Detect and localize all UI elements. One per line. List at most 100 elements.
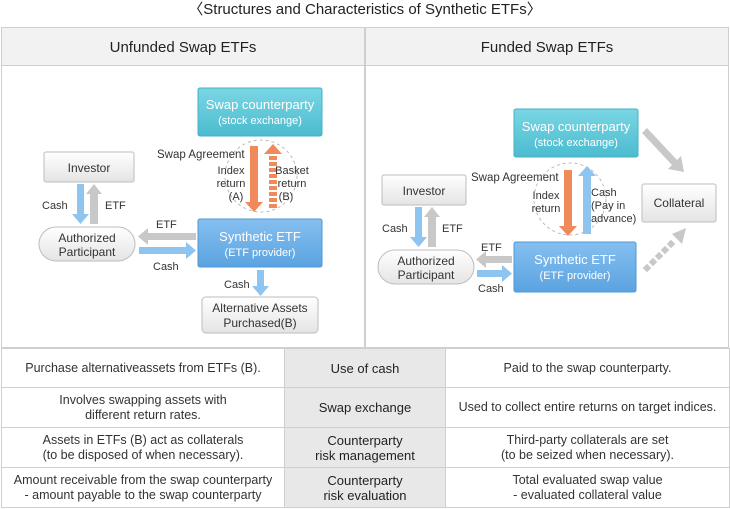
cash-advance-arrow: [578, 166, 596, 234]
synthetic-etf-label: Synthetic ETF: [219, 229, 301, 244]
index-return-l2: return: [532, 203, 561, 215]
cell-line: risk evaluation: [323, 487, 407, 503]
collateral-label: Collateral: [654, 196, 705, 210]
cash-alt-arrow: [252, 270, 269, 296]
index-return-l2: return: [217, 178, 246, 190]
swap-counterparty-sub: (stock exchange): [218, 115, 302, 127]
cell-line: - evaluated collateral value: [513, 487, 662, 502]
alt-assets-label-1: Alternative Assets: [212, 301, 307, 315]
etf-left-arrow: [138, 228, 196, 245]
cell-line: Used to collect entire returns on target…: [458, 400, 717, 414]
table-row: Assets in ETFs (B) act as collaterals(to…: [1, 427, 730, 468]
table-row: Purchase alternativeassets from ETFs (B)…: [1, 348, 730, 388]
synthetic-etf-sub: (ETF provider): [225, 247, 296, 259]
etf-up-arrow: [424, 207, 440, 247]
swap-counterparty-box: Swap counterparty (stock exchange): [197, 87, 323, 137]
cash-alt-label: Cash: [224, 279, 250, 291]
swap-agreement-label: Swap Agreement: [157, 149, 245, 161]
investor-label: Investor: [403, 184, 446, 198]
index-return-l1: Index: [533, 190, 560, 202]
alternative-assets-box: Alternative Assets Purchased(B): [201, 296, 319, 334]
investor-label: Investor: [68, 161, 111, 175]
etf-to-collateral-arrow: [642, 228, 686, 273]
cell-line: Swap exchange: [318, 400, 412, 415]
ap-label-2: Participant: [398, 268, 455, 282]
cell-line: Amount receivable from the swap counterp…: [13, 472, 273, 487]
funded-cell: Paid to the swap counterparty.: [445, 348, 730, 388]
unfunded-header: Unfunded Swap ETFs: [1, 27, 365, 66]
category-cell: Swap exchange: [284, 387, 446, 428]
investor-box: Investor: [381, 174, 467, 206]
cell-line: Counterparty: [327, 432, 403, 448]
page-title: 〈Structures and Characteristics of Synth…: [188, 1, 542, 18]
etf-investor-label: ETF: [442, 223, 463, 235]
swap-agreement-label: Swap Agreement: [471, 172, 559, 184]
cash-investor-label: Cash: [382, 223, 408, 235]
cell-line: Use of cash: [330, 360, 400, 376]
unfunded-cell: Assets in ETFs (B) act as collaterals(to…: [1, 427, 285, 468]
swap-dashed-circle: [533, 162, 607, 236]
index-return-arrow: [559, 170, 577, 236]
swap-counterparty-sub: (stock exchange): [534, 137, 618, 149]
comparison-table: Purchase alternativeassets from ETFs (B)…: [1, 348, 730, 508]
authorized-participant-box: Authorized Participant: [38, 226, 136, 262]
etf-up-arrow: [86, 184, 102, 224]
cash-ap-label: Cash: [153, 261, 179, 273]
collateral-box: Collateral: [641, 183, 717, 223]
cash-down-arrow: [72, 184, 89, 224]
basket-return-l3: (B): [279, 191, 294, 203]
swap-dashed-circle: [224, 139, 298, 213]
funded-cell: Used to collect entire returns on target…: [445, 387, 730, 428]
ap-label-1: Authorized: [397, 254, 454, 268]
basket-return-arrow: [264, 144, 282, 208]
etf-left-arrow: [476, 251, 512, 268]
swap-to-collateral-arrow: [642, 128, 684, 172]
index-return-l1: Index: [218, 165, 245, 177]
cell-line: Involves swapping assets with: [59, 392, 227, 407]
etf-investor-label: ETF: [105, 200, 126, 212]
unfunded-cell: Amount receivable from the swap counterp…: [1, 467, 285, 508]
funded-cell: Third-party collaterals are set(to be se…: [445, 427, 730, 468]
cell-line: different return rates.: [85, 407, 201, 422]
cash-investor-label: Cash: [42, 200, 68, 212]
swap-counterparty-box: Swap counterparty (stock exchange): [513, 108, 639, 158]
etf-ap-label: ETF: [481, 242, 502, 254]
cell-line: risk management: [315, 447, 415, 463]
cell-line: (to be disposed of when necessary).: [42, 447, 244, 462]
unfunded-diagram: Swap counterparty (stock exchange) Synth…: [38, 87, 323, 334]
authorized-participant-box: Authorized Participant: [377, 249, 475, 285]
investor-box: Investor: [43, 151, 135, 183]
funded-cell: Total evaluated swap value- evaluated co…: [445, 467, 730, 508]
cell-line: - amount payable to the swap counterpart…: [24, 487, 262, 502]
index-return-arrow: [245, 146, 263, 212]
cash-pay-l3: advance): [591, 213, 636, 225]
cell-line: Counterparty: [327, 472, 403, 488]
cash-right-arrow: [139, 242, 196, 259]
index-return-l3: (A): [229, 191, 244, 203]
cell-line: Assets in ETFs (B) act as collaterals: [42, 432, 244, 447]
cell-line: Purchase alternativeassets from ETFs (B)…: [25, 360, 261, 375]
cash-down-arrow: [410, 207, 427, 247]
funded-diagram: Swap counterparty (stock exchange) Synth…: [377, 108, 717, 295]
synthetic-etf-sub: (ETF provider): [540, 270, 611, 282]
cell-line: Paid to the swap counterparty.: [503, 360, 672, 375]
unfunded-diagram-panel: Swap counterparty (stock exchange) Synth…: [1, 66, 365, 348]
swap-counterparty-label: Swap counterparty: [522, 119, 631, 134]
cash-pay-l1: Cash: [591, 187, 617, 199]
table-row: Amount receivable from the swap counterp…: [1, 467, 730, 508]
cell-line: Third-party collaterals are set: [506, 432, 669, 447]
ap-label-1: Authorized: [58, 231, 115, 245]
synthetic-etf-box: Synthetic ETF (ETF provider): [513, 241, 637, 293]
cash-pay-l2: (Pay in: [591, 200, 625, 212]
basket-return-l1: Basket: [275, 165, 309, 177]
cash-ap-label: Cash: [478, 283, 504, 295]
basket-return-l2: return: [278, 178, 307, 190]
funded-header: Funded Swap ETFs: [365, 27, 729, 66]
cell-line: Total evaluated swap value: [512, 472, 663, 487]
cell-line: (to be seized when necessary).: [500, 447, 674, 462]
etf-ap-label: ETF: [156, 219, 177, 231]
